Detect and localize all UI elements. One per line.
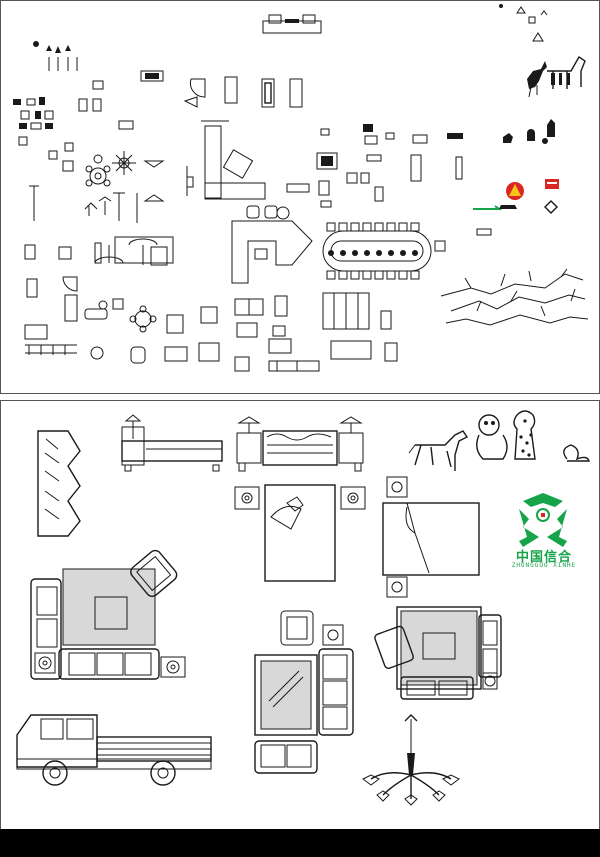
green-arrow-icon <box>473 205 502 210</box>
cad-detail-blocks <box>16 410 590 806</box>
diamond-emblem-icon <box>544 200 558 214</box>
living-room-sofa-set-icon <box>30 549 186 680</box>
bottom-furniture-row <box>24 324 320 372</box>
tree-branches-icon <box>440 268 589 326</box>
bank-logo-icon <box>519 493 567 547</box>
square-sofa-set-icon <box>254 610 354 774</box>
bottom-black-bar <box>0 829 600 857</box>
sofa-set-icon <box>262 14 322 34</box>
zebra-icon <box>547 56 586 89</box>
small-furniture-blocks <box>78 70 303 112</box>
bed-plan-folded-sheet-icon <box>382 476 480 598</box>
chandelier-side-view-icon <box>362 714 460 806</box>
small-animals-icon <box>503 119 555 144</box>
dining-sets-icon <box>24 236 174 322</box>
logo-subtitle: ZHONGGUO XINHE <box>511 562 577 569</box>
puppy-icon <box>476 414 508 460</box>
cad-library-overview <box>13 4 589 372</box>
rotated-sofa-set-icon <box>374 606 502 700</box>
horse-icon <box>408 430 469 471</box>
bed-side-view-icon <box>121 414 223 472</box>
chandelier-top-icon <box>85 154 111 187</box>
meeting-tables-icon <box>322 292 398 362</box>
bed-front-elevation-icon <box>236 416 364 472</box>
conference-table-icon <box>322 222 446 280</box>
cad-sheet-bottom: 中国信合 ZHONGGUO XINHE <box>0 400 600 830</box>
bed-plan-with-pillow-icon <box>234 484 366 582</box>
l-shaped-desk-icon <box>186 120 266 200</box>
ceiling-lamp-icon <box>143 160 165 168</box>
swan-icon <box>563 444 590 462</box>
office-equipment-icons <box>286 124 463 208</box>
star-chandelier-icon <box>112 151 136 175</box>
logo-wordmark: 中国信合 <box>515 550 572 565</box>
table-chair-groups-icon <box>84 295 292 372</box>
car-icon <box>499 205 517 209</box>
dalmatian-icon <box>513 410 536 460</box>
floor-lamps-icon <box>29 185 165 223</box>
cad-sheet-top <box>0 0 600 394</box>
deer-icon <box>527 61 547 98</box>
truck-side-view-icon <box>16 714 212 786</box>
red-badge-icon <box>545 179 559 189</box>
potted-plants-icon <box>33 41 78 71</box>
small-decor-icons <box>499 4 548 42</box>
office-workstation-icon <box>231 205 313 284</box>
folding-curtain-icon <box>37 430 81 537</box>
small-icon-grid <box>13 97 134 172</box>
small-block-icon <box>476 228 492 236</box>
red-emblem-icon <box>506 182 524 200</box>
